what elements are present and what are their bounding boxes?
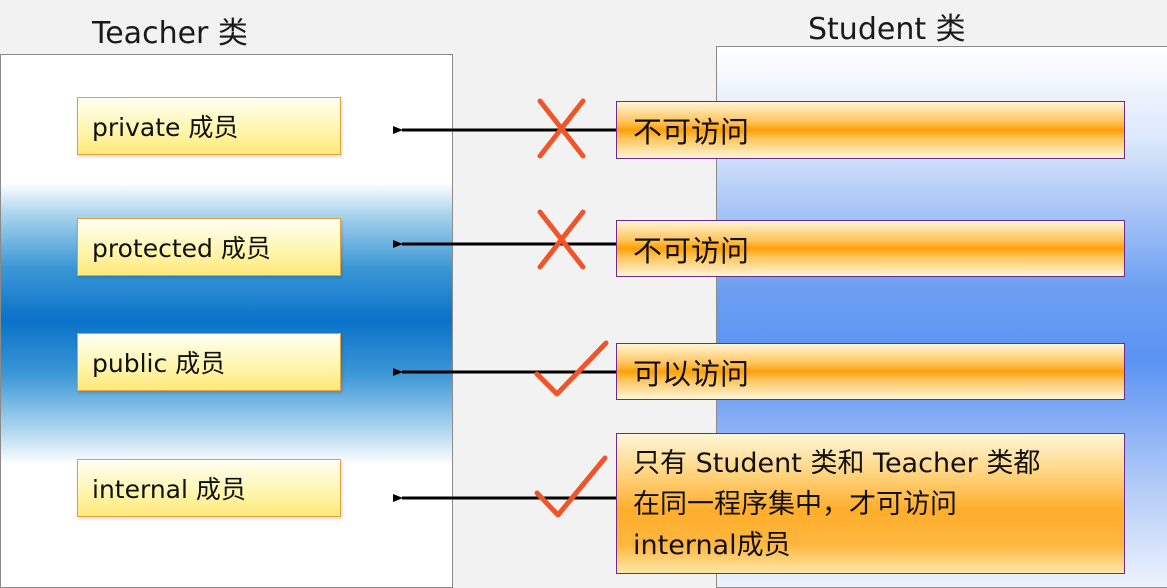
access-private: 不可访问 <box>616 101 1125 159</box>
teacher-class-title: Teacher 类 <box>92 16 248 51</box>
cross-icon <box>537 209 586 270</box>
member-private: private 成员 <box>77 97 341 155</box>
cross-icon <box>537 98 586 159</box>
check-icon <box>534 340 609 397</box>
access-internal-line-2: 在同一程序集中，才可访问 <box>633 489 957 520</box>
access-internal: 只有 Student 类和 Teacher 类都 在同一程序集中，才可访问 in… <box>616 433 1125 574</box>
access-internal-line-3: internal成员 <box>633 530 791 561</box>
check-icon <box>534 455 608 518</box>
access-public: 可以访问 <box>616 343 1125 400</box>
access-internal-line-1: 只有 Student 类和 Teacher 类都 <box>633 448 1041 479</box>
access-protected: 不可访问 <box>616 220 1125 277</box>
student-class-title: Student 类 <box>808 12 966 47</box>
member-public: public 成员 <box>77 333 341 391</box>
member-protected: protected 成员 <box>77 218 341 276</box>
member-internal: internal 成员 <box>77 459 341 517</box>
